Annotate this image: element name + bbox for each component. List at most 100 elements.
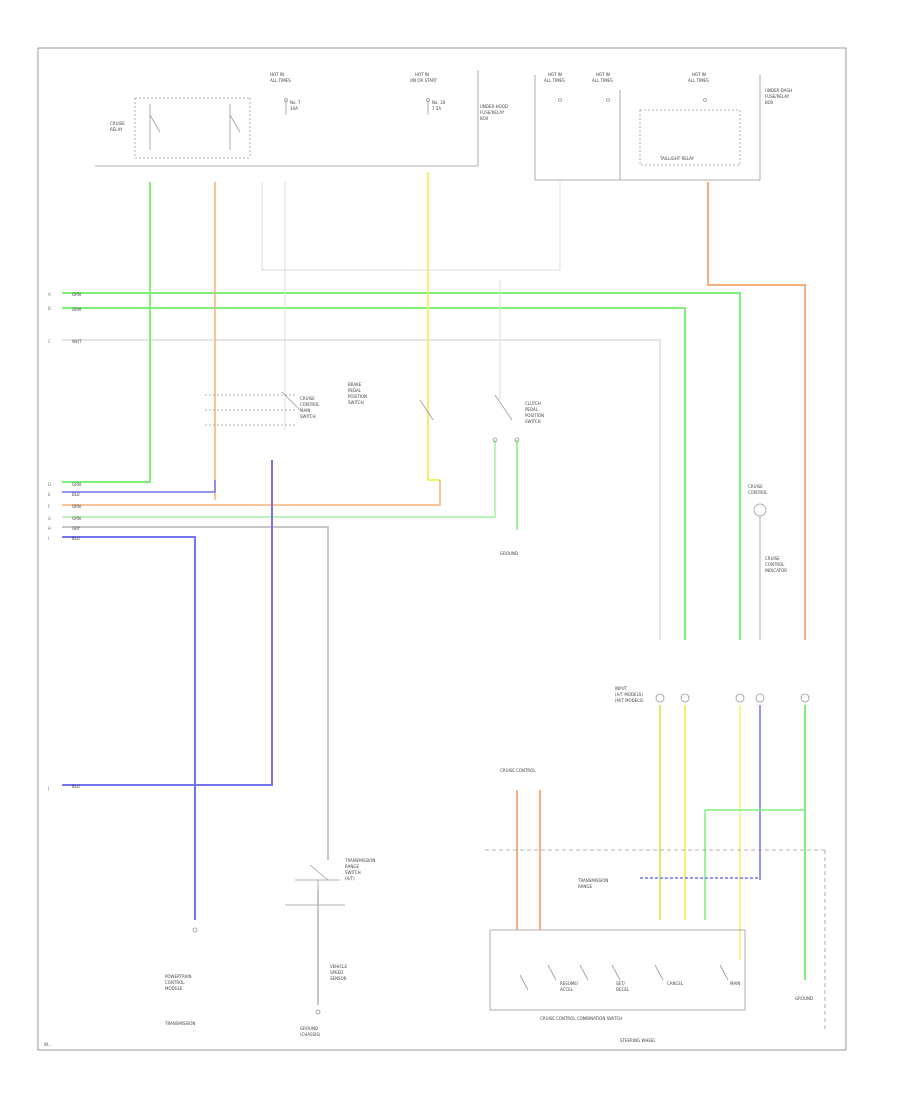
right-wires [516, 705, 806, 980]
svg-text:GRN: GRN [72, 292, 81, 297]
svg-text:BLU: BLU [72, 784, 80, 789]
svg-text:CRUISE CONTROL COMBINATION SWI: CRUISE CONTROL COMBINATION SWITCH [540, 1016, 622, 1021]
svg-text:BLU: BLU [72, 536, 80, 541]
svg-text:I: I [48, 536, 49, 541]
svg-text:ALL TIMES: ALL TIMES [544, 78, 565, 83]
svg-text:TAILLIGHT RELAY: TAILLIGHT RELAY [659, 156, 695, 161]
blue-bus-2 [62, 536, 196, 920]
svg-text:No. 18: No. 18 [432, 100, 445, 105]
combination-switch [485, 849, 826, 1030]
svg-text:ORN: ORN [72, 504, 81, 509]
green-left-drop [62, 182, 151, 483]
svg-text:F: F [48, 504, 51, 509]
svg-text:PEDAL: PEDAL [348, 388, 362, 393]
svg-text:GROUND: GROUND [500, 551, 518, 556]
svg-text:TRANSMISSION: TRANSMISSION [344, 858, 375, 863]
underhood-fuse-box [95, 70, 479, 167]
bottom-left-components [192, 864, 345, 1015]
svg-text:10A: 10A [290, 106, 298, 111]
svg-text:BOX: BOX [480, 116, 489, 121]
svg-text:(A/T MODELS): (A/T MODELS) [615, 692, 643, 697]
svg-text:INPUT: INPUT [615, 686, 628, 691]
svg-text:RESUME/: RESUME/ [560, 981, 579, 986]
svg-text:GROUND: GROUND [300, 1026, 318, 1031]
combination-texts: CRUISE CONTROL COMBINATION SWITCH STEERI… [540, 981, 813, 1043]
svg-text:HOT IN: HOT IN [270, 72, 284, 77]
svg-text:SWITCH: SWITCH [525, 419, 541, 424]
svg-text:CONTROL: CONTROL [165, 980, 185, 985]
svg-text:C: C [48, 339, 51, 344]
svg-text:GRN: GRN [72, 307, 81, 312]
svg-text:GROUND: GROUND [795, 996, 813, 1001]
svg-text:SWITCH: SWITCH [348, 400, 364, 405]
svg-text:RELAY: RELAY [110, 127, 123, 132]
svg-text:CONTROL: CONTROL [748, 490, 768, 495]
svg-text:PEDAL: PEDAL [525, 407, 539, 412]
svg-text:FUSE/RELAY: FUSE/RELAY [765, 94, 790, 99]
svg-text:(CHASSIS): (CHASSIS) [300, 1032, 321, 1037]
svg-text:DECEL: DECEL [616, 987, 630, 992]
svg-text:SWITCH: SWITCH [300, 414, 316, 419]
lightgreen-bus [62, 440, 496, 518]
svg-text:BOX: BOX [765, 100, 774, 105]
svg-text:CLUTCH: CLUTCH [525, 401, 541, 406]
svg-text:SET/: SET/ [616, 981, 626, 986]
bus-wires [62, 172, 806, 920]
svg-text:CRUISE: CRUISE [765, 556, 780, 561]
svg-text:B: B [48, 306, 51, 311]
svg-text:CANCEL: CANCEL [667, 981, 684, 986]
dash-fuse-texts: HOT IN ALL TIMES HOT IN ALL TIMES HOT IN… [544, 72, 792, 161]
right-connectors [655, 503, 810, 703]
svg-text:CRUISE: CRUISE [110, 121, 125, 126]
svg-text:CRUISE: CRUISE [300, 396, 315, 401]
svg-text:ON OR START: ON OR START [410, 78, 438, 83]
diagram-frame [37, 47, 847, 1051]
meter-texts: INPUT (A/T MODELS) (M/T MODELS) CRUISE C… [500, 484, 787, 889]
bottom-left-texts: TRANSMISSION RANGE SWITCH (A/T) VEHICLE … [164, 858, 375, 1037]
svg-text:GRN: GRN [72, 516, 81, 521]
svg-text:UNDER-DASH: UNDER-DASH [765, 88, 792, 93]
yellow-mid-drop [427, 172, 440, 481]
blue-bus-1 [62, 480, 216, 493]
svg-text:STEERING WHEEL: STEERING WHEEL [620, 1038, 656, 1043]
svg-text:POWERTRAIN: POWERTRAIN [165, 974, 192, 979]
gray-bus [62, 526, 329, 860]
svg-text:ALL TIMES: ALL TIMES [592, 78, 613, 83]
cruise-switches [205, 391, 520, 443]
fuse-box-texts: HOT IN ALL TIMES HOT IN ON OR START UNDE… [110, 72, 508, 132]
svg-text:SWITCH: SWITCH [345, 870, 361, 875]
svg-text:GRN: GRN [72, 482, 81, 487]
left-edge-labels: A B C D E F G H I J GRN GRN WHT GRN BLU … [47, 292, 82, 791]
svg-text:HOT IN: HOT IN [692, 72, 706, 77]
svg-text:7.5A: 7.5A [432, 106, 441, 111]
svg-text:CRUISE CONTROL: CRUISE CONTROL [500, 768, 536, 773]
svg-text:RANGE: RANGE [578, 884, 592, 889]
svg-text:TRANSMISSION: TRANSMISSION [577, 878, 608, 883]
svg-text:MAIN: MAIN [300, 408, 310, 413]
svg-text:HOT IN: HOT IN [548, 72, 562, 77]
dash-fuse-box [534, 75, 761, 181]
orange-bus [62, 480, 441, 506]
svg-text:CONTROL: CONTROL [765, 562, 785, 567]
svg-text:ALL TIMES: ALL TIMES [270, 78, 291, 83]
svg-text:SENSOR: SENSOR [330, 976, 347, 981]
svg-text:BRAKE: BRAKE [348, 382, 362, 387]
svg-text:No. 7: No. 7 [290, 100, 301, 105]
svg-text:D: D [48, 482, 51, 487]
footer-code: W... [44, 1042, 51, 1047]
svg-text:ALL TIMES: ALL TIMES [688, 78, 709, 83]
svg-text:SPEED: SPEED [330, 970, 343, 975]
svg-text:FUSE/RELAY: FUSE/RELAY [480, 110, 505, 115]
svg-text:CRUISE: CRUISE [748, 484, 763, 489]
svg-text:MODULE: MODULE [165, 986, 183, 991]
green-bus-2 [62, 307, 686, 640]
svg-text:HOT IN: HOT IN [415, 72, 429, 77]
svg-text:VEHICLE: VEHICLE [330, 964, 347, 969]
svg-text:MAIN: MAIN [730, 981, 740, 986]
svg-text:INDICATOR: INDICATOR [765, 568, 787, 573]
svg-text:G: G [48, 516, 51, 521]
svg-text:POSITION: POSITION [525, 413, 544, 418]
svg-text:WHT: WHT [72, 339, 82, 344]
svg-text:(M/T MODELS): (M/T MODELS) [615, 698, 644, 703]
